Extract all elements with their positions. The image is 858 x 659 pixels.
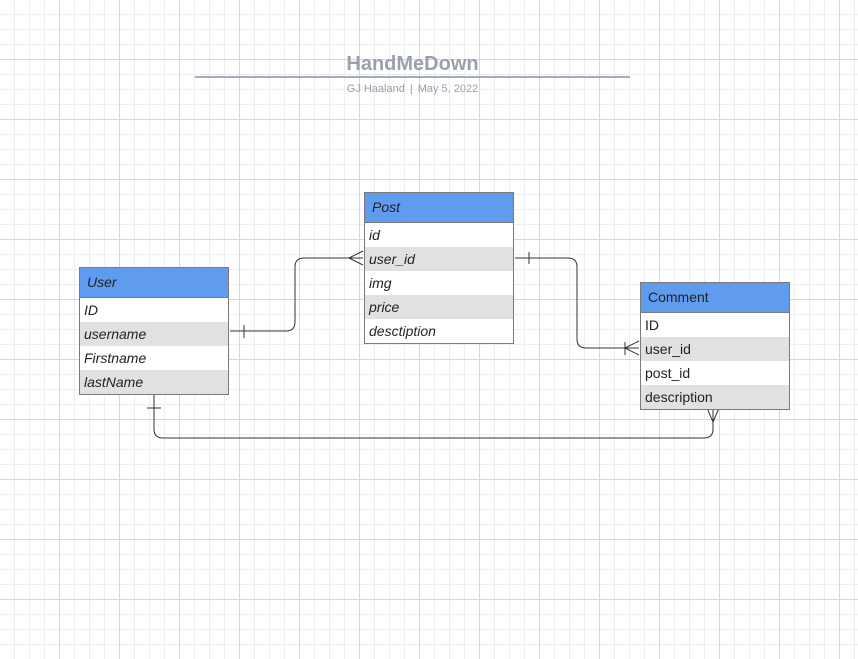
field-comment-description[interactable]: description xyxy=(641,385,789,409)
field-user-firstname[interactable]: Firstname xyxy=(84,350,147,366)
crowfoot-left-comment-bottom xyxy=(706,407,714,423)
title-underline xyxy=(195,76,630,78)
entity-user[interactable]: User ID username Firstname lastName xyxy=(79,267,229,395)
connector-post-comment[interactable] xyxy=(515,257,639,349)
field-comment-post-id[interactable]: post_id xyxy=(645,365,691,381)
crowfoot-lower-comment xyxy=(624,347,640,356)
field-user-username[interactable]: username xyxy=(80,322,228,346)
field-post-user-id[interactable]: user_id xyxy=(365,247,513,271)
byline: GJ Haaland | May 5, 2022 xyxy=(195,83,630,95)
crowfoot-upper-comment xyxy=(624,340,640,349)
crowfoot-upper-post xyxy=(348,250,364,259)
field-comment-id[interactable]: ID xyxy=(645,317,659,333)
entity-post-title: Post xyxy=(365,193,513,223)
entity-user-title: User xyxy=(80,268,228,298)
entity-comment[interactable]: Comment ID user_id post_id description xyxy=(640,282,790,410)
diagram-date: May 5, 2022 xyxy=(417,83,479,95)
field-user-id[interactable]: ID xyxy=(84,302,98,318)
connector-user-post[interactable] xyxy=(230,257,363,332)
field-post-img[interactable]: img xyxy=(369,275,392,291)
byline-separator: | xyxy=(409,83,413,95)
field-comment-user-id[interactable]: user_id xyxy=(641,337,789,361)
field-user-lastname[interactable]: lastName xyxy=(80,370,228,394)
field-post-id[interactable]: id xyxy=(369,227,380,243)
connector-user-comment[interactable] xyxy=(153,394,714,439)
field-post-description[interactable]: desctiption xyxy=(369,323,436,339)
field-post-price[interactable]: price xyxy=(365,295,513,319)
crowfoot-lower-post xyxy=(348,257,364,266)
diagram-title: HandMeDown xyxy=(346,53,479,75)
entity-post[interactable]: Post id user_id img price desctiption xyxy=(364,192,514,344)
crowfoot-right-comment-bottom xyxy=(712,407,720,423)
entity-comment-title: Comment xyxy=(641,283,789,313)
author-name: GJ Haaland xyxy=(346,83,405,95)
